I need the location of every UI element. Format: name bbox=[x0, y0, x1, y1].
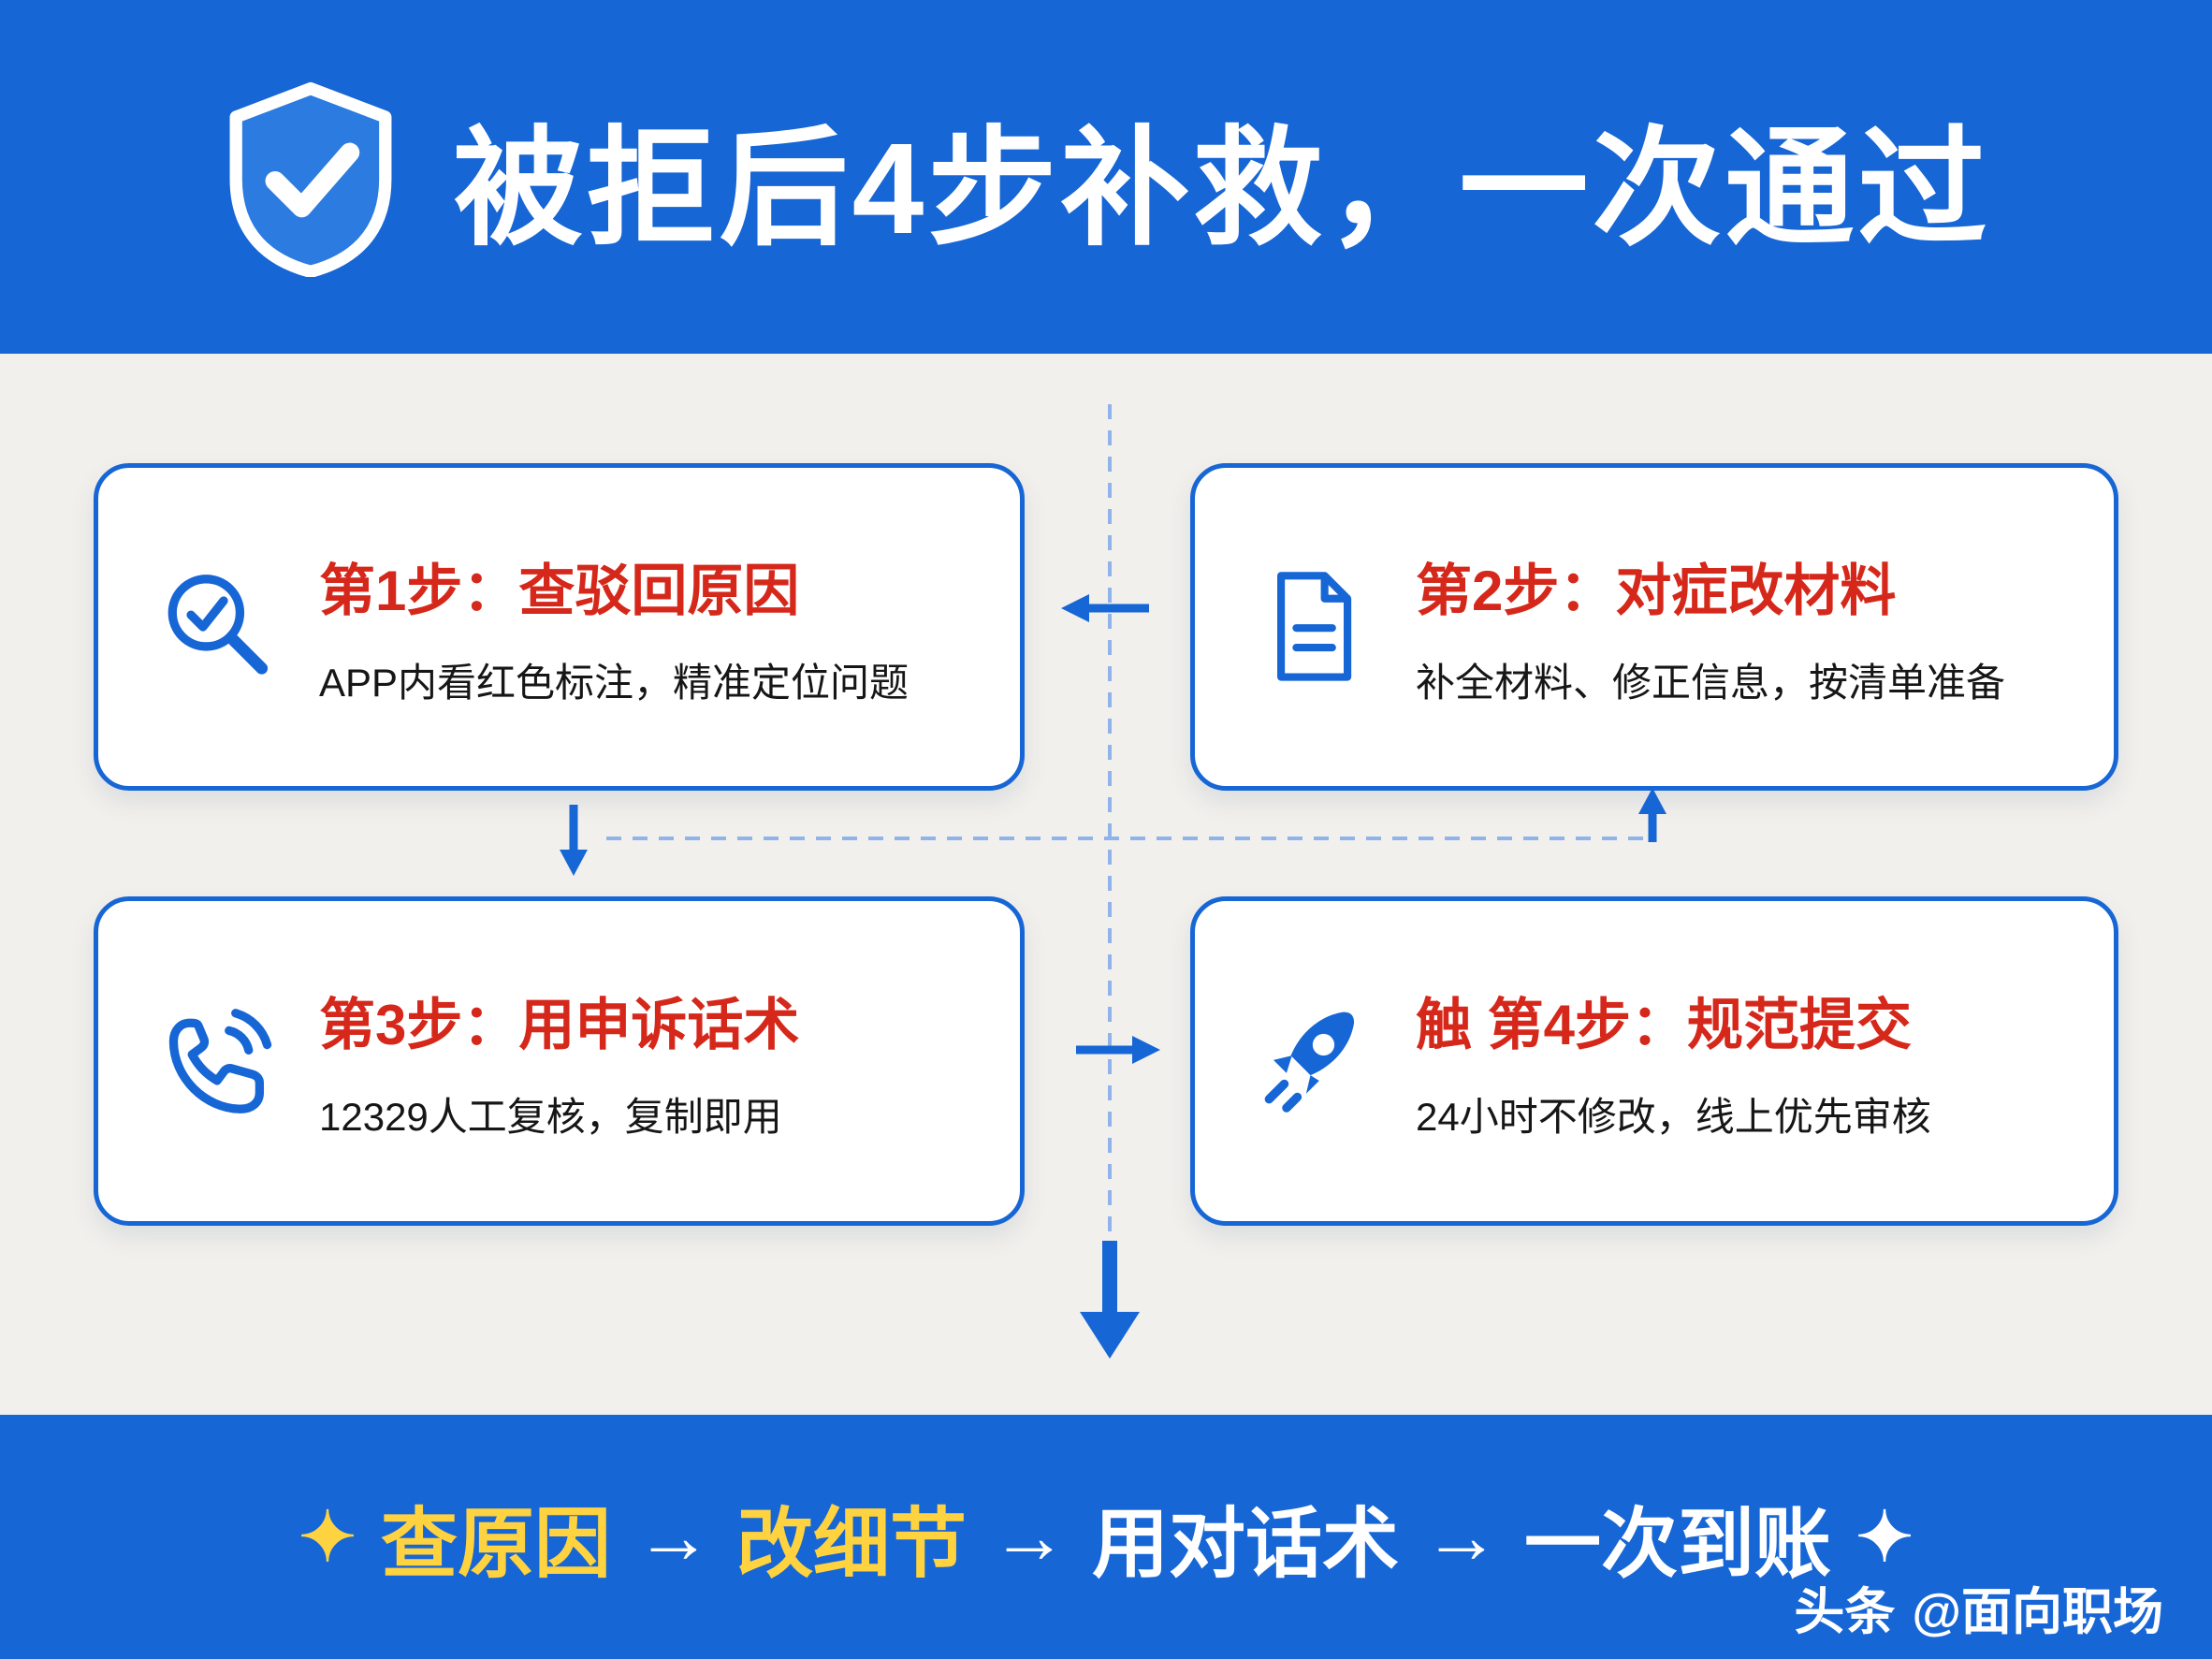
step2-card: 第2步：对症改材料 补全材料、修正信息，按清单准备 bbox=[1190, 463, 2118, 791]
arrow-glyph: → bbox=[1423, 1493, 1501, 1579]
summary-step-1: 查原因 bbox=[380, 1502, 611, 1587]
arrow-glyph: → bbox=[991, 1493, 1068, 1579]
step3-title: 第3步：用申诉话术 bbox=[319, 994, 800, 1056]
watermark-logo: 头条 bbox=[1794, 1584, 1896, 1640]
step4-title: 触 第4步：规范提交 bbox=[1416, 994, 1913, 1056]
rocket-icon bbox=[1244, 1001, 1384, 1121]
step3-subtitle: 12329人工复核，复制即用 bbox=[319, 1095, 782, 1139]
step2-subtitle: 补全材料、修正信息，按清单准备 bbox=[1416, 661, 2006, 705]
step3-card: 第3步：用申诉话术 12329人工复核，复制即用 bbox=[94, 896, 1025, 1226]
arrow-glyph: → bbox=[634, 1493, 712, 1579]
sparkle-icon: ✦ bbox=[1855, 1497, 1914, 1576]
magnifier-check-icon bbox=[147, 567, 287, 687]
summary-flow: ✦ 查原因 → 改细节 → 用对话术 → 一次到账 ✦ bbox=[0, 1415, 2212, 1659]
summary-step-2: 改细节 bbox=[735, 1502, 967, 1587]
step4-subtitle: 24小时不修改，线上优先审核 bbox=[1416, 1095, 1931, 1139]
header: 被拒后4步补救，一次通过 bbox=[0, 0, 2212, 354]
summary-step-3: 用对话术 bbox=[1092, 1502, 1400, 1587]
document-icon bbox=[1244, 567, 1384, 687]
step1-card: 第1步：查驳回原因 APP内看红色标注，精准定位问题 bbox=[94, 463, 1025, 791]
sparkle-icon: ✦ bbox=[298, 1497, 357, 1576]
watermark: 头条 @面向职场 bbox=[1794, 1570, 2163, 1644]
step1-title: 第1步：查驳回原因 bbox=[319, 560, 800, 622]
step4-card: 触 第4步：规范提交 24小时不修改，线上优先审核 bbox=[1190, 896, 2118, 1226]
page-title: 被拒后4步补救，一次通过 bbox=[453, 117, 1991, 261]
phone-icon bbox=[147, 1001, 287, 1121]
watermark-handle: @面向职场 bbox=[1912, 1584, 2163, 1640]
bottom-banner bbox=[0, 1415, 2212, 1659]
step1-subtitle: APP内看红色标注，精准定位问题 bbox=[319, 661, 910, 705]
summary-step-4: 一次到账 bbox=[1524, 1502, 1832, 1587]
shield-check-icon bbox=[222, 81, 400, 278]
step2-title: 第2步：对症改材料 bbox=[1416, 560, 1897, 622]
